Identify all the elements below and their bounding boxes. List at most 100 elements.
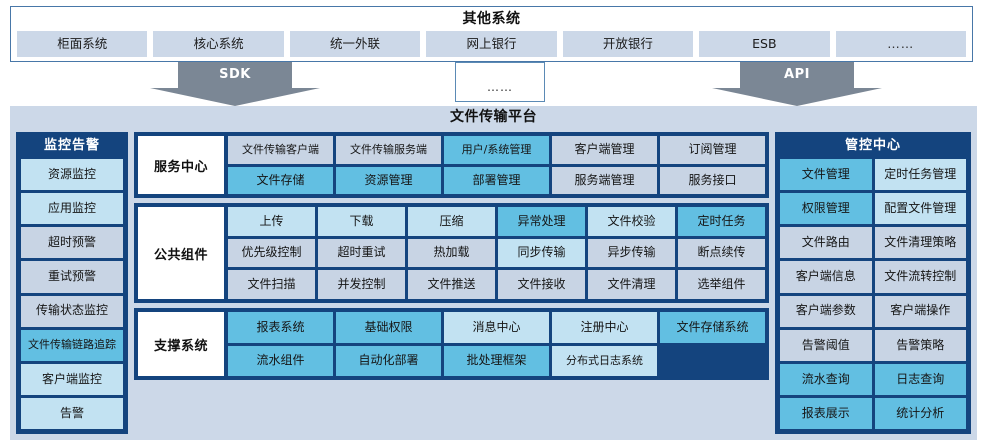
control-center-column: 管控中心 文件管理定时任务管理权限管理配置文件管理文件路由文件清理策略客户端信息…: [775, 132, 971, 434]
section-cell[interactable]: 并发控制: [318, 270, 405, 299]
section-cell[interactable]: 优先级控制: [228, 238, 315, 268]
api-arrow: API: [712, 62, 882, 106]
section-cell[interactable]: 选举组件: [678, 270, 765, 299]
section-common-components: 公共组件上传下载压缩异常处理文件校验定时任务优先级控制超时重试热加载同步传输异步…: [134, 203, 769, 303]
section-cell[interactable]: 消息中心: [444, 312, 549, 343]
monitor-item[interactable]: 客户端监控: [21, 363, 123, 395]
control-center-title: 管控中心: [844, 138, 901, 153]
platform-center-column: 服务中心文件传输客户端文件传输服务端用户/系统管理客户端管理订阅管理文件存储资源…: [134, 132, 769, 434]
section-cell[interactable]: 下载: [318, 207, 405, 236]
control-item[interactable]: 统计分析: [874, 397, 966, 429]
external-system-cell[interactable]: 网上银行: [426, 31, 557, 57]
monitor-alert-list: 资源监控应用监控超时预警重试预警传输状态监控文件传输链路追踪客户端监控告警: [21, 159, 123, 429]
platform-title: 文件传输平台: [10, 106, 977, 128]
control-item[interactable]: 客户端操作: [874, 295, 966, 327]
section-label-service-center: 服务中心: [138, 136, 224, 194]
control-item[interactable]: 日志查询: [874, 363, 966, 395]
control-item[interactable]: 告警策略: [874, 329, 966, 361]
external-system-cell[interactable]: ……: [835, 31, 966, 57]
section-support-systems: 支撑系统报表系统基础权限消息中心注册中心文件存储系统流水组件自动化部署批处理框架…: [134, 308, 769, 380]
section-cell[interactable]: 异常处理: [498, 207, 585, 236]
sdk-arrow-label: SDK: [219, 67, 251, 82]
section-cell[interactable]: 文件校验: [588, 207, 675, 236]
monitor-item[interactable]: 传输状态监控: [21, 295, 123, 327]
control-item[interactable]: 文件流转控制: [874, 261, 966, 293]
section-cell[interactable]: 异步传输: [588, 238, 675, 268]
monitor-item[interactable]: 重试预警: [21, 261, 123, 293]
section-cell[interactable]: 注册中心: [552, 312, 657, 343]
external-system-cell[interactable]: 开放银行: [562, 31, 694, 57]
control-item[interactable]: 告警阈值: [780, 329, 872, 361]
api-arrow-label: API: [784, 67, 810, 82]
connector-ellipsis-box: ……: [455, 62, 545, 102]
section-cell[interactable]: 用户/系统管理: [444, 136, 549, 164]
control-item[interactable]: 定时任务管理: [874, 159, 966, 191]
control-item[interactable]: 文件路由: [780, 227, 872, 259]
section-cell[interactable]: 文件清理: [588, 270, 675, 299]
section-cell[interactable]: 上传: [228, 207, 315, 236]
control-item[interactable]: 文件管理: [780, 159, 872, 191]
sdk-arrow: SDK: [150, 62, 320, 106]
section-cell[interactable]: 分布式日志系统: [552, 345, 657, 376]
sdk-arrow-head: [150, 88, 320, 106]
section-cell: [660, 346, 765, 377]
external-system-cell[interactable]: ESB: [699, 31, 830, 57]
section-cell[interactable]: 订阅管理: [660, 136, 765, 164]
section-service-center: 服务中心文件传输客户端文件传输服务端用户/系统管理客户端管理订阅管理文件存储资源…: [134, 132, 769, 198]
control-item[interactable]: 客户端信息: [780, 261, 872, 293]
section-cell[interactable]: 文件传输服务端: [336, 136, 441, 164]
section-cell[interactable]: 自动化部署: [336, 345, 441, 376]
section-cell[interactable]: 文件扫描: [228, 270, 315, 299]
control-item[interactable]: 权限管理: [780, 193, 872, 225]
monitor-item[interactable]: 告警: [21, 397, 123, 429]
section-cell[interactable]: 定时任务: [678, 207, 765, 236]
section-cell[interactable]: 热加载: [408, 238, 495, 268]
section-grid-service-center: 文件传输客户端文件传输服务端用户/系统管理客户端管理订阅管理文件存储资源管理部署…: [228, 136, 765, 194]
monitor-item[interactable]: 文件传输链路追踪: [21, 329, 123, 361]
monitor-alert-title: 监控告警: [43, 138, 100, 153]
section-cell[interactable]: 文件传输客户端: [228, 136, 333, 164]
section-cell[interactable]: 基础权限: [336, 312, 441, 343]
api-arrow-shaft: [740, 62, 854, 88]
section-cell[interactable]: 文件推送: [408, 270, 495, 299]
external-system-cell[interactable]: 柜面系统: [17, 31, 148, 57]
api-arrow-head: [712, 88, 882, 106]
monitor-item[interactable]: 应用监控: [21, 193, 123, 225]
monitor-item[interactable]: 资源监控: [21, 159, 123, 191]
section-cell[interactable]: 资源管理: [336, 166, 441, 194]
external-systems-title: 其他系统: [462, 11, 521, 27]
section-cell[interactable]: 断点续传: [678, 238, 765, 268]
section-cell[interactable]: 文件存储系统: [660, 312, 765, 343]
monitor-item[interactable]: 超时预警: [21, 227, 123, 259]
section-grid-support-systems: 报表系统基础权限消息中心注册中心文件存储系统流水组件自动化部署批处理框架分布式日…: [228, 312, 765, 376]
section-cell[interactable]: 文件接收: [498, 270, 585, 299]
section-label-common-components: 公共组件: [138, 207, 224, 299]
section-cell[interactable]: 部署管理: [444, 166, 549, 194]
section-cell[interactable]: 超时重试: [318, 238, 405, 268]
section-cell[interactable]: 文件存储: [228, 166, 333, 194]
section-cell[interactable]: 服务端管理: [552, 166, 657, 194]
section-cell[interactable]: 服务接口: [660, 166, 765, 194]
section-cell[interactable]: 流水组件: [228, 345, 333, 376]
file-transfer-platform: 文件传输平台 监控告警 资源监控应用监控超时预警重试预警传输状态监控文件传输链路…: [10, 106, 977, 440]
control-item[interactable]: 客户端参数: [780, 295, 872, 327]
control-item[interactable]: 文件清理策略: [874, 227, 966, 259]
sdk-arrow-shaft: [178, 62, 292, 88]
section-label-support-systems: 支撑系统: [138, 312, 224, 376]
section-cell[interactable]: 客户端管理: [552, 136, 657, 164]
external-system-cell[interactable]: 统一外联: [289, 31, 421, 57]
control-item[interactable]: 流水查询: [780, 363, 872, 395]
control-item[interactable]: 配置文件管理: [874, 193, 966, 225]
platform-body: 监控告警 资源监控应用监控超时预警重试预警传输状态监控文件传输链路追踪客户端监控…: [10, 128, 977, 440]
section-cell[interactable]: 批处理框架: [444, 345, 549, 376]
section-cell[interactable]: 报表系统: [228, 312, 333, 343]
section-cell[interactable]: 同步传输: [498, 238, 585, 268]
control-item[interactable]: 报表展示: [780, 397, 872, 429]
monitor-alert-column: 监控告警 资源监控应用监控超时预警重试预警传输状态监控文件传输链路追踪客户端监控…: [16, 132, 128, 434]
control-center-grid: 文件管理定时任务管理权限管理配置文件管理文件路由文件清理策略客户端信息文件流转控…: [780, 159, 966, 429]
section-cell[interactable]: 压缩: [408, 207, 495, 236]
external-system-cell[interactable]: 核心系统: [153, 31, 284, 57]
